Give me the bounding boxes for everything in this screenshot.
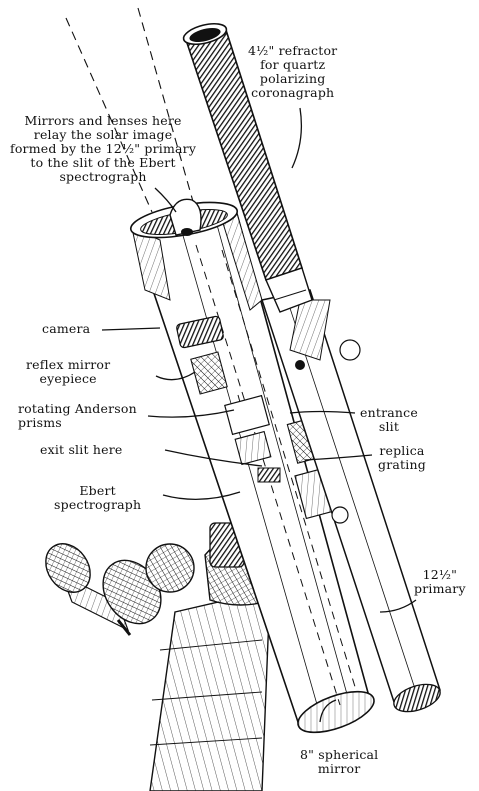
label-mirrors-line: spectrograph: [59, 169, 147, 184]
label-mirrors-line: relay the solar image: [33, 127, 173, 142]
label-refractor-line: 4½" refractor: [248, 43, 338, 58]
label-refractor-line: coronagraph: [251, 85, 335, 100]
label-spherical-line: mirror: [317, 761, 361, 776]
coronagraph-tube: [182, 22, 313, 313]
label-exit-slit: exit slit here: [40, 442, 123, 457]
label-rotating-line: prisms: [18, 415, 62, 430]
label-mirrors-line: formed by the 12½" primary: [10, 141, 197, 156]
label-ebert-spectrograph: Ebert spectrograph: [54, 484, 141, 512]
label-entrance-line: entrance: [360, 405, 418, 420]
label-reflex-mirror: reflex mirror eyepiece: [26, 358, 110, 386]
light-rays: [65, 7, 197, 213]
label-entrance-line: slit: [378, 419, 400, 434]
label-rotating-prisms: rotating Anderson prisms: [18, 402, 137, 430]
label-spherical-mirror: 8" spherical mirror: [300, 748, 378, 776]
label-camera: camera: [42, 321, 91, 336]
label-spherical-line: 8" spherical: [300, 747, 379, 762]
label-ebert-line: Ebert: [79, 483, 116, 498]
label-mirrors-line: to the slit of the Ebert: [30, 155, 176, 170]
label-refractor-line: polarizing: [259, 71, 326, 86]
label-ebert-line: spectrograph: [54, 497, 142, 512]
label-replica-line: grating: [378, 457, 426, 472]
label-reflex-line: eyepiece: [39, 371, 97, 386]
label-primary: 12½" primary: [414, 568, 466, 596]
label-entrance-slit: entrance slit: [360, 406, 418, 434]
label-reflex-line: reflex mirror: [26, 357, 111, 372]
label-refractor-line: for quartz: [260, 57, 326, 72]
label-mirrors-lenses: Mirrors and lenses here relay the solar …: [10, 114, 196, 184]
label-replica-line: replica: [379, 443, 425, 458]
crank-wheels: [45, 543, 195, 636]
label-primary-line: 12½": [422, 567, 458, 582]
label-replica-grating: replica grating: [378, 444, 426, 472]
label-refractor: 4½" refractor for quartz polarizing coro…: [248, 44, 337, 100]
label-mirrors-line: Mirrors and lenses here: [24, 113, 182, 128]
leader-lines: [101, 107, 417, 723]
secondary-tube: [261, 289, 441, 713]
label-rotating-line: rotating Anderson: [18, 401, 137, 416]
label-primary-line: primary: [414, 581, 466, 596]
